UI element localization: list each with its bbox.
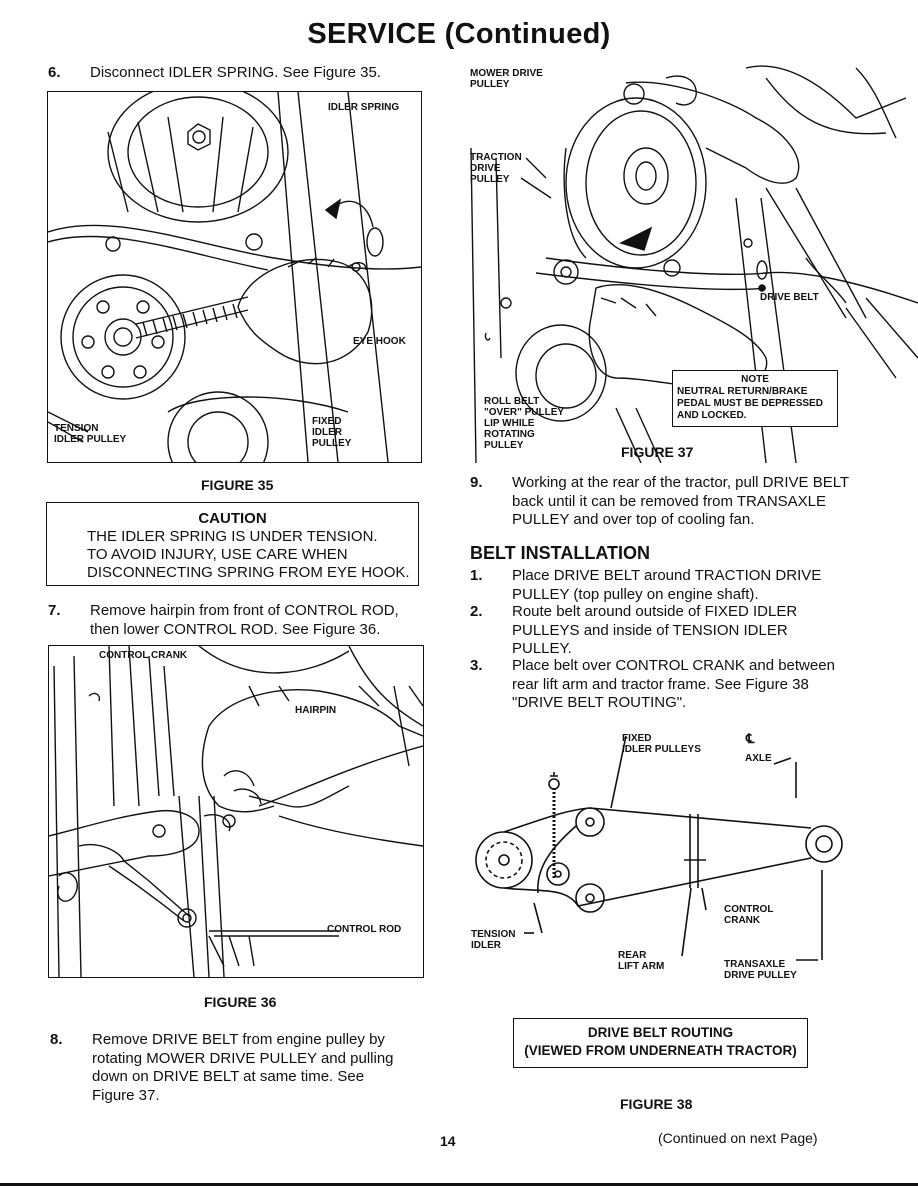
label-tension-idler: TENSION IDLER <box>471 929 516 951</box>
step-text: Working at the rear of the tractor, pull… <box>512 474 850 491</box>
figure-37-caption: FIGURE 37 <box>621 444 694 460</box>
figure-38-caption: FIGURE 38 <box>620 1096 693 1112</box>
label-mower-drive-pulley: MOWER DRIVE PULLEY <box>470 68 543 90</box>
step-text: Disconnect IDLER SPRING. See Figure 35. <box>90 64 381 81</box>
routing-box-subtitle: (VIEWED FROM UNDERNEATH TRACTOR) <box>524 1043 797 1058</box>
routing-box-title: DRIVE BELT ROUTING <box>587 1025 734 1040</box>
caution-line: TO AVOID INJURY, USE CARE WHEN <box>87 546 348 563</box>
step-text: PULLEY. <box>512 640 572 657</box>
page-title: SERVICE (Continued) <box>307 18 611 50</box>
label-control-crank: CONTROL CRANK <box>724 904 774 926</box>
step-text: Place belt over CONTROL CRANK and betwee… <box>512 657 835 674</box>
step-number: 1. <box>470 567 483 584</box>
figure-38-diagram: FIXED IDLER PULLEYS ℄ AXLE TENSION IDLER… <box>466 728 866 988</box>
drive-belt-removal-drawing <box>470 65 918 463</box>
step-7: 7. Remove hairpin from front of CONTROL … <box>48 602 428 640</box>
caution-box: CAUTION THE IDLER SPRING IS UNDER TENSIO… <box>46 502 419 586</box>
page-bottom-edge <box>0 1183 918 1186</box>
step-text: back until it can be removed from TRANSA… <box>512 492 827 510</box>
label-roll-belt-over-pulley: ROLL BELT "OVER" PULLEY LIP WHILE ROTATI… <box>484 396 565 451</box>
step-text: down on DRIVE BELT at same time. See <box>92 1068 365 1085</box>
step-9: 9. Working at the rear of the tractor, p… <box>470 474 890 530</box>
step-text: then lower CONTROL ROD. See Figure 36. <box>90 620 381 638</box>
continued-note: (Continued on next Page) <box>658 1130 818 1146</box>
note-heading: NOTE <box>741 374 769 385</box>
label-eye-hook: EYE HOOK <box>353 336 406 347</box>
label-rear-lift-arm: REAR LIFT ARM <box>618 950 665 972</box>
step-text: PULLEYS and inside of TENSION IDLER <box>512 621 788 639</box>
caution-line: THE IDLER SPRING IS UNDER TENSION. <box>87 528 378 545</box>
drive-belt-routing-box: DRIVE BELT ROUTING (VIEWED FROM UNDERNEA… <box>513 1018 808 1068</box>
section-heading-belt-installation: BELT INSTALLATION <box>470 543 650 563</box>
step-text: PULLEY (top pulley on engine shaft). <box>512 585 759 603</box>
step-number: 7. <box>48 602 61 619</box>
centerline-symbol: ℄ <box>746 731 755 746</box>
step-text: Figure 37. <box>92 1086 160 1104</box>
belt-step-1: 1. Place DRIVE BELT around TRACTION DRIV… <box>470 567 890 605</box>
step-6: 6. Disconnect IDLER SPRING. See Figure 3… <box>48 64 428 84</box>
label-drive-belt: DRIVE BELT <box>760 292 819 303</box>
label-control-crank: CONTROL CRANK <box>99 650 188 661</box>
label-fixed-idler-pulley: FIXED IDLER PULLEY <box>312 416 352 449</box>
belt-step-3: 3. Place belt over CONTROL CRANK and bet… <box>470 657 890 713</box>
note-line: NEUTRAL RETURN/BRAKE <box>677 386 808 397</box>
idler-spring-drawing <box>48 92 421 462</box>
label-control-rod: CONTROL ROD <box>327 924 402 935</box>
label-idler-spring: IDLER SPRING <box>328 102 400 113</box>
figure-37-illustration: MOWER DRIVE PULLEY TRACTION DRIVE PULLEY… <box>466 58 918 463</box>
label-traction-drive-pulley: TRACTION DRIVE PULLEY <box>470 152 522 185</box>
step-number: 9. <box>470 474 483 491</box>
caution-heading: CAUTION <box>198 510 267 527</box>
caution-line: DISCONNECTING SPRING FROM EYE HOOK. <box>87 564 410 581</box>
step-text: PULLEY and over top of cooling fan. <box>512 511 755 528</box>
step-text: rotating MOWER DRIVE PULLEY and pulling <box>92 1049 394 1067</box>
label-axle: AXLE <box>745 753 772 764</box>
label-tension-idler-pulley: TENSION IDLER PULLEY <box>54 423 127 445</box>
step-text: rear lift arm and tractor frame. See Fig… <box>512 675 809 693</box>
step-text: Remove DRIVE BELT from engine pulley by <box>92 1031 385 1048</box>
step-number: 8. <box>50 1031 63 1048</box>
step-number: 6. <box>48 64 61 81</box>
label-fixed-idler-pulleys: FIXED IDLER PULLEYS <box>622 733 701 755</box>
belt-routing-diagram <box>475 735 843 961</box>
control-rod-drawing <box>49 646 423 977</box>
figure-35-illustration: IDLER SPRING EYE HOOK TENSION IDLER PULL… <box>47 91 422 463</box>
note-box: NOTE NEUTRAL RETURN/BRAKE PEDAL MUST BE … <box>672 370 838 427</box>
step-8: 8. Remove DRIVE BELT from engine pulley … <box>50 1031 430 1107</box>
figure-36-illustration: CONTROL CRANK HAIRPIN CONTROL ROD <box>48 645 424 978</box>
figure-35-caption: FIGURE 35 <box>201 477 274 493</box>
figure-36-caption: FIGURE 36 <box>204 994 277 1010</box>
belt-step-2: 2. Route belt around outside of FIXED ID… <box>470 603 890 659</box>
label-hairpin: HAIRPIN <box>295 705 337 716</box>
step-text: Remove hairpin from front of CONTROL ROD… <box>90 602 399 619</box>
label-transaxle-drive-pulley: TRANSAXLE DRIVE PULLEY <box>724 959 797 981</box>
step-text: Route belt around outside of FIXED IDLER <box>512 603 798 620</box>
note-line: AND LOCKED. <box>677 410 747 421</box>
step-text: Place DRIVE BELT around TRACTION DRIVE <box>512 567 822 584</box>
page-number: 14 <box>440 1133 456 1149</box>
note-line: PEDAL MUST BE DEPRESSED <box>677 398 823 409</box>
step-number: 2. <box>470 603 483 620</box>
step-number: 3. <box>470 657 483 674</box>
step-text: "DRIVE BELT ROUTING". <box>512 694 687 711</box>
